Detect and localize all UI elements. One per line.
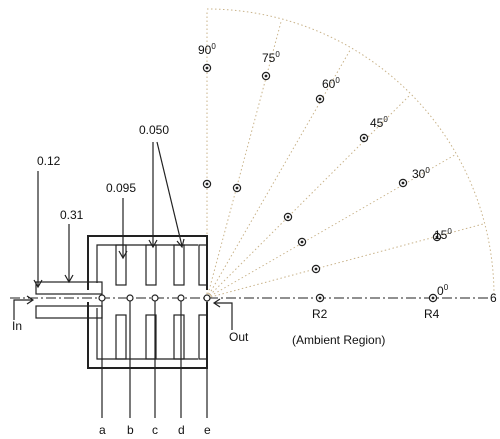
station-label-d: d [178,423,185,437]
dim-inlet-outer: 0.12 [37,154,61,168]
dim-baffle-gap: 0.095 [106,181,136,195]
station-label-a: a [99,423,106,437]
probe-outer-0 [428,293,438,303]
probe-outer-15 [432,232,442,242]
probe-outer-60 [315,94,325,104]
dim-inlet-inner: 0.31 [60,208,84,222]
station-a: a [98,294,106,437]
r4-label: R4 [424,307,440,321]
probe-inner-45 [283,212,293,222]
angle-label-90: 900 [198,42,216,57]
station-markers: a b c d e [98,294,211,437]
probe-points [202,63,442,303]
station-b: b [126,294,134,437]
ambient-boundary-arc [206,8,495,298]
outlet-label: Out [229,330,249,344]
probe-outer-90 [202,63,212,73]
dim-baffle-spacing: 0.050 [139,123,169,137]
angle-label-75: 750 [262,50,280,65]
probe-inner-90 [202,179,212,189]
probe-inner-0 [315,293,325,303]
edge-marker-label: 6 [490,291,497,305]
angle-label-45: 450 [370,115,388,130]
station-d: d [177,294,185,437]
angle-label-0: 00 [437,283,449,298]
probe-outer-45 [359,133,369,143]
angle-rays [206,11,485,299]
probe-outer-75 [261,71,271,81]
angle-labels: 900 750 600 450 300 150 00 [198,42,452,298]
station-e: e [203,294,211,437]
station-label-c: c [152,423,158,437]
r2-label: R2 [312,307,328,321]
station-label-b: b [127,423,134,437]
angle-label-30: 300 [412,166,430,181]
probe-inner-15 [311,264,321,274]
probe-outer-30 [398,178,408,188]
ambient-region-label: (Ambient Region) [292,333,385,347]
station-label-e: e [204,423,211,437]
station-c: c [151,294,159,437]
inlet-arrow [13,299,32,320]
outlet-arrow [215,302,233,330]
dimension-callouts: 0.12 0.31 0.095 0.050 [33,123,185,289]
inlet-label: In [12,319,22,333]
angle-label-60: 600 [322,76,340,91]
probe-inner-30 [297,237,307,247]
angle-label-15: 150 [434,227,452,242]
probe-inner-75 [232,183,242,193]
